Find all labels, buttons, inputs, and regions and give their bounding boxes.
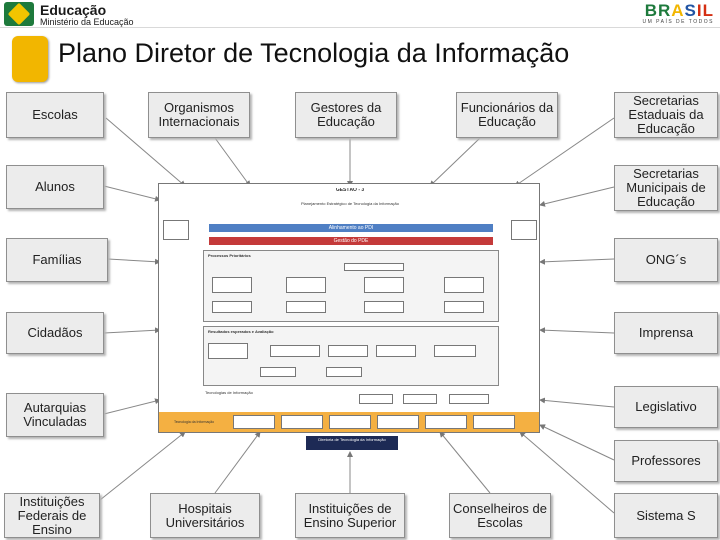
- center-top-label: GESTÃO - 3: [335, 188, 365, 193]
- tech-node-2: [403, 394, 437, 404]
- brasil-wordmark: BRASIL: [645, 1, 714, 21]
- stakeholder-legislativo[interactable]: Legislativo: [614, 386, 718, 428]
- stakeholder-inst-federais[interactable]: Instituições Federais de Ensino: [4, 493, 100, 538]
- stakeholder-familias[interactable]: Famílias: [6, 238, 108, 282]
- ministry-title: Educação: [40, 2, 107, 18]
- center-bottom-strip: Tecnologia da Informação: [159, 412, 539, 432]
- arrow-organismos: [214, 137, 251, 187]
- tech-node-3: [449, 394, 489, 404]
- arrow-sec-municipais: [539, 186, 615, 207]
- strip-node-3: [329, 415, 371, 429]
- arrow-inst-federais: [99, 431, 186, 501]
- brasil-letter-br: BR: [644, 1, 672, 20]
- process-node-3: [364, 277, 404, 293]
- result-node-5: [434, 345, 476, 357]
- brasil-slogan: UM PAÍS DE TODOS: [642, 19, 714, 25]
- result-node-2: [270, 345, 320, 357]
- center-red-band: Gestão do PDE: [209, 237, 493, 245]
- strip-node-2: [281, 415, 323, 429]
- section-tech-label: Tecnologias de Informação: [205, 390, 253, 395]
- brasil-letter-s: S: [684, 1, 697, 20]
- header-bar: Educação Ministério da Educação BRASIL U…: [0, 0, 720, 28]
- arrow-legislativo: [539, 397, 615, 408]
- center-blue-band: Alinhamento ao PDI: [209, 224, 493, 232]
- stakeholder-professores[interactable]: Professores: [614, 440, 718, 482]
- result-node-7: [326, 367, 362, 377]
- process-node-2: [286, 277, 326, 293]
- arrow-alunos: [103, 185, 161, 202]
- process-node-1: [212, 277, 252, 293]
- result-node-4: [376, 345, 416, 357]
- page-title: Plano Diretor de Tecnologia da Informaçã…: [58, 38, 570, 68]
- result-node-6: [260, 367, 296, 377]
- section-processes-label: Processos Prioritários: [208, 253, 251, 258]
- process-node-4: [444, 277, 484, 293]
- stakeholder-sec-estaduais[interactable]: Secretarias Estaduais da Educação: [614, 92, 718, 138]
- stakeholder-escolas[interactable]: Escolas: [6, 92, 104, 138]
- central-diagram[interactable]: GESTÃO - 3 Planejamento Estratégico de T…: [158, 183, 540, 433]
- process-node-6: [286, 301, 326, 313]
- center-left-node: [163, 220, 189, 240]
- stakeholder-sec-municipais[interactable]: Secretarias Municipais de Educação: [614, 165, 718, 211]
- arrow-familias: [107, 258, 161, 265]
- ministry-subtitle: Ministério da Educação: [40, 17, 134, 27]
- ministry-logo[interactable]: Educação Ministério da Educação: [4, 2, 144, 27]
- stakeholder-imprensa[interactable]: Imprensa: [614, 312, 718, 354]
- stakeholder-autarquias[interactable]: Autarquias Vinculadas: [6, 393, 104, 437]
- center-footer-label: Diretoria de Tecnologia da Informação: [306, 436, 398, 450]
- stakeholder-inst-superior[interactable]: Instituições de Ensino Superior: [295, 493, 405, 538]
- stakeholder-organismos[interactable]: Organismos Internacionais: [148, 92, 250, 138]
- strip-node-1: [233, 415, 275, 429]
- bottom-strip-label: Tecnologia da Informação: [161, 415, 227, 429]
- title-badge-icon: [12, 36, 48, 82]
- stakeholder-conselheiros[interactable]: Conselheiros de Escolas: [449, 493, 551, 538]
- result-node-1: [208, 343, 248, 359]
- center-sub-label: Planejamento Estratégico de Tecnologia d…: [301, 201, 399, 206]
- result-node-3: [328, 345, 368, 357]
- brasil-logo[interactable]: BRASIL UM PAÍS DE TODOS: [622, 1, 714, 27]
- tech-node-1: [359, 394, 393, 404]
- strip-node-6: [473, 415, 515, 429]
- stakeholder-sistema-s[interactable]: Sistema S: [614, 493, 718, 538]
- stakeholder-alunos[interactable]: Alunos: [6, 165, 104, 209]
- center-panel-results: Resultados esperados e Avaliação: [203, 326, 499, 386]
- brasil-letter-il: IL: [696, 1, 714, 20]
- center-panel-processes: Processos Prioritários: [203, 250, 499, 322]
- brasil-letter-a: A: [671, 1, 685, 20]
- process-node-top: [344, 263, 404, 271]
- arrow-cidadaos: [103, 327, 161, 334]
- arrow-autarquias: [103, 398, 161, 415]
- stakeholder-hospitais[interactable]: Hospitais Universitários: [150, 493, 260, 538]
- arrow-funcionarios: [429, 137, 481, 187]
- process-node-7: [364, 301, 404, 313]
- strip-node-4: [377, 415, 419, 429]
- stakeholder-gestores[interactable]: Gestores da Educação: [295, 92, 397, 138]
- stakeholder-cidadaos[interactable]: Cidadãos: [6, 312, 104, 354]
- strip-node-5: [425, 415, 467, 429]
- center-right-node: [511, 220, 537, 240]
- arrow-hospitais: [214, 431, 261, 494]
- section-results-label: Resultados esperados e Avaliação: [208, 329, 274, 334]
- arrow-imprensa: [539, 327, 615, 334]
- process-node-8: [444, 301, 484, 313]
- arrow-ongs: [539, 258, 615, 265]
- stakeholder-funcionarios[interactable]: Funcionários da Educação: [456, 92, 558, 138]
- ministry-emblem-icon: [4, 2, 34, 26]
- stakeholder-ongs[interactable]: ONG´s: [614, 238, 718, 282]
- process-node-5: [212, 301, 252, 313]
- arrow-conselheiros: [439, 431, 491, 494]
- arrow-professores: [539, 424, 615, 461]
